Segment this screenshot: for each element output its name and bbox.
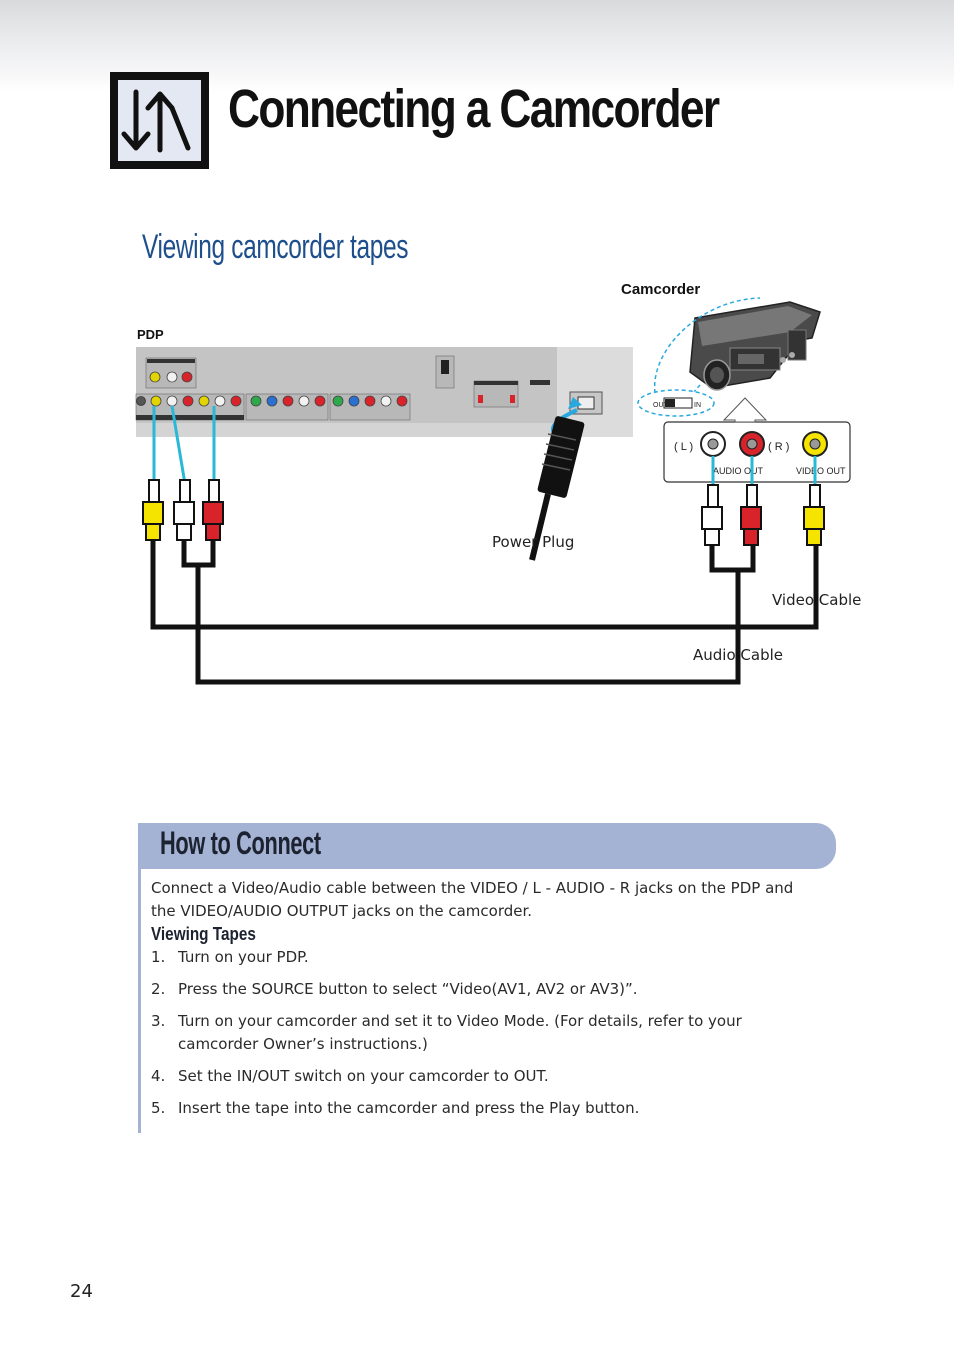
how-to-connect-rule (138, 869, 141, 1133)
intro-text: Connect a Video/Audio cable between the … (151, 879, 794, 920)
list-item: 1.Turn on your PDP. (151, 948, 309, 966)
how-to-connect-title: How to Connect (160, 825, 321, 861)
camcorder-plugs (701, 456, 825, 573)
page-title: Connecting a Camcorder (228, 79, 720, 139)
power-plug-label: Power Plug (492, 533, 574, 551)
pdp-panel (135, 347, 633, 437)
list-item: 3.Turn on your camcorder and set it to V… (151, 1012, 742, 1053)
section-title: Viewing camcorder tapes (142, 228, 409, 266)
camcorder-icon: OUT IN (637, 297, 821, 417)
pdp-label: PDP (137, 327, 164, 342)
camcorder-label: Camcorder (621, 281, 700, 298)
viewing-tapes-heading: Viewing Tapes (151, 924, 256, 944)
audio-cable-label: Audio Cable (693, 646, 783, 664)
how-to-connect-body: Connect a Video/Audio cable between the … (151, 877, 811, 1129)
switch-out-label: OUT (653, 402, 669, 409)
list-item: 2.Press the SOURCE button to select “Vid… (151, 980, 638, 998)
video-cable-label: Video Cable (772, 591, 861, 609)
pdp-cables (142, 405, 819, 685)
power-plug (529, 397, 585, 561)
audio-out-label: AUDIO OUT (713, 466, 764, 476)
camcorder-jack-panel: ( L ) ( R ) AUDIO OUT VIDEO OUT (663, 397, 851, 483)
connection-diagram: ( L ) ( R ) AUDIO OUT VIDEO OUT (135, 281, 861, 685)
jack-l-label: ( L ) (674, 441, 693, 453)
list-item: 5.Insert the tape into the camcorder and… (151, 1099, 640, 1117)
switch-in-label: IN (694, 402, 701, 409)
page-number: 24 (70, 1281, 93, 1302)
jack-r-label: ( R ) (768, 441, 789, 453)
steps-list: 1.Turn on your PDP. 2.Press the SOURCE b… (151, 946, 811, 1120)
connection-logo-icon (110, 72, 209, 169)
how-to-connect-header: How to Connect (138, 823, 836, 869)
video-out-label: VIDEO OUT (796, 466, 846, 476)
list-item: 4.Set the IN/OUT switch on your camcorde… (151, 1067, 549, 1085)
